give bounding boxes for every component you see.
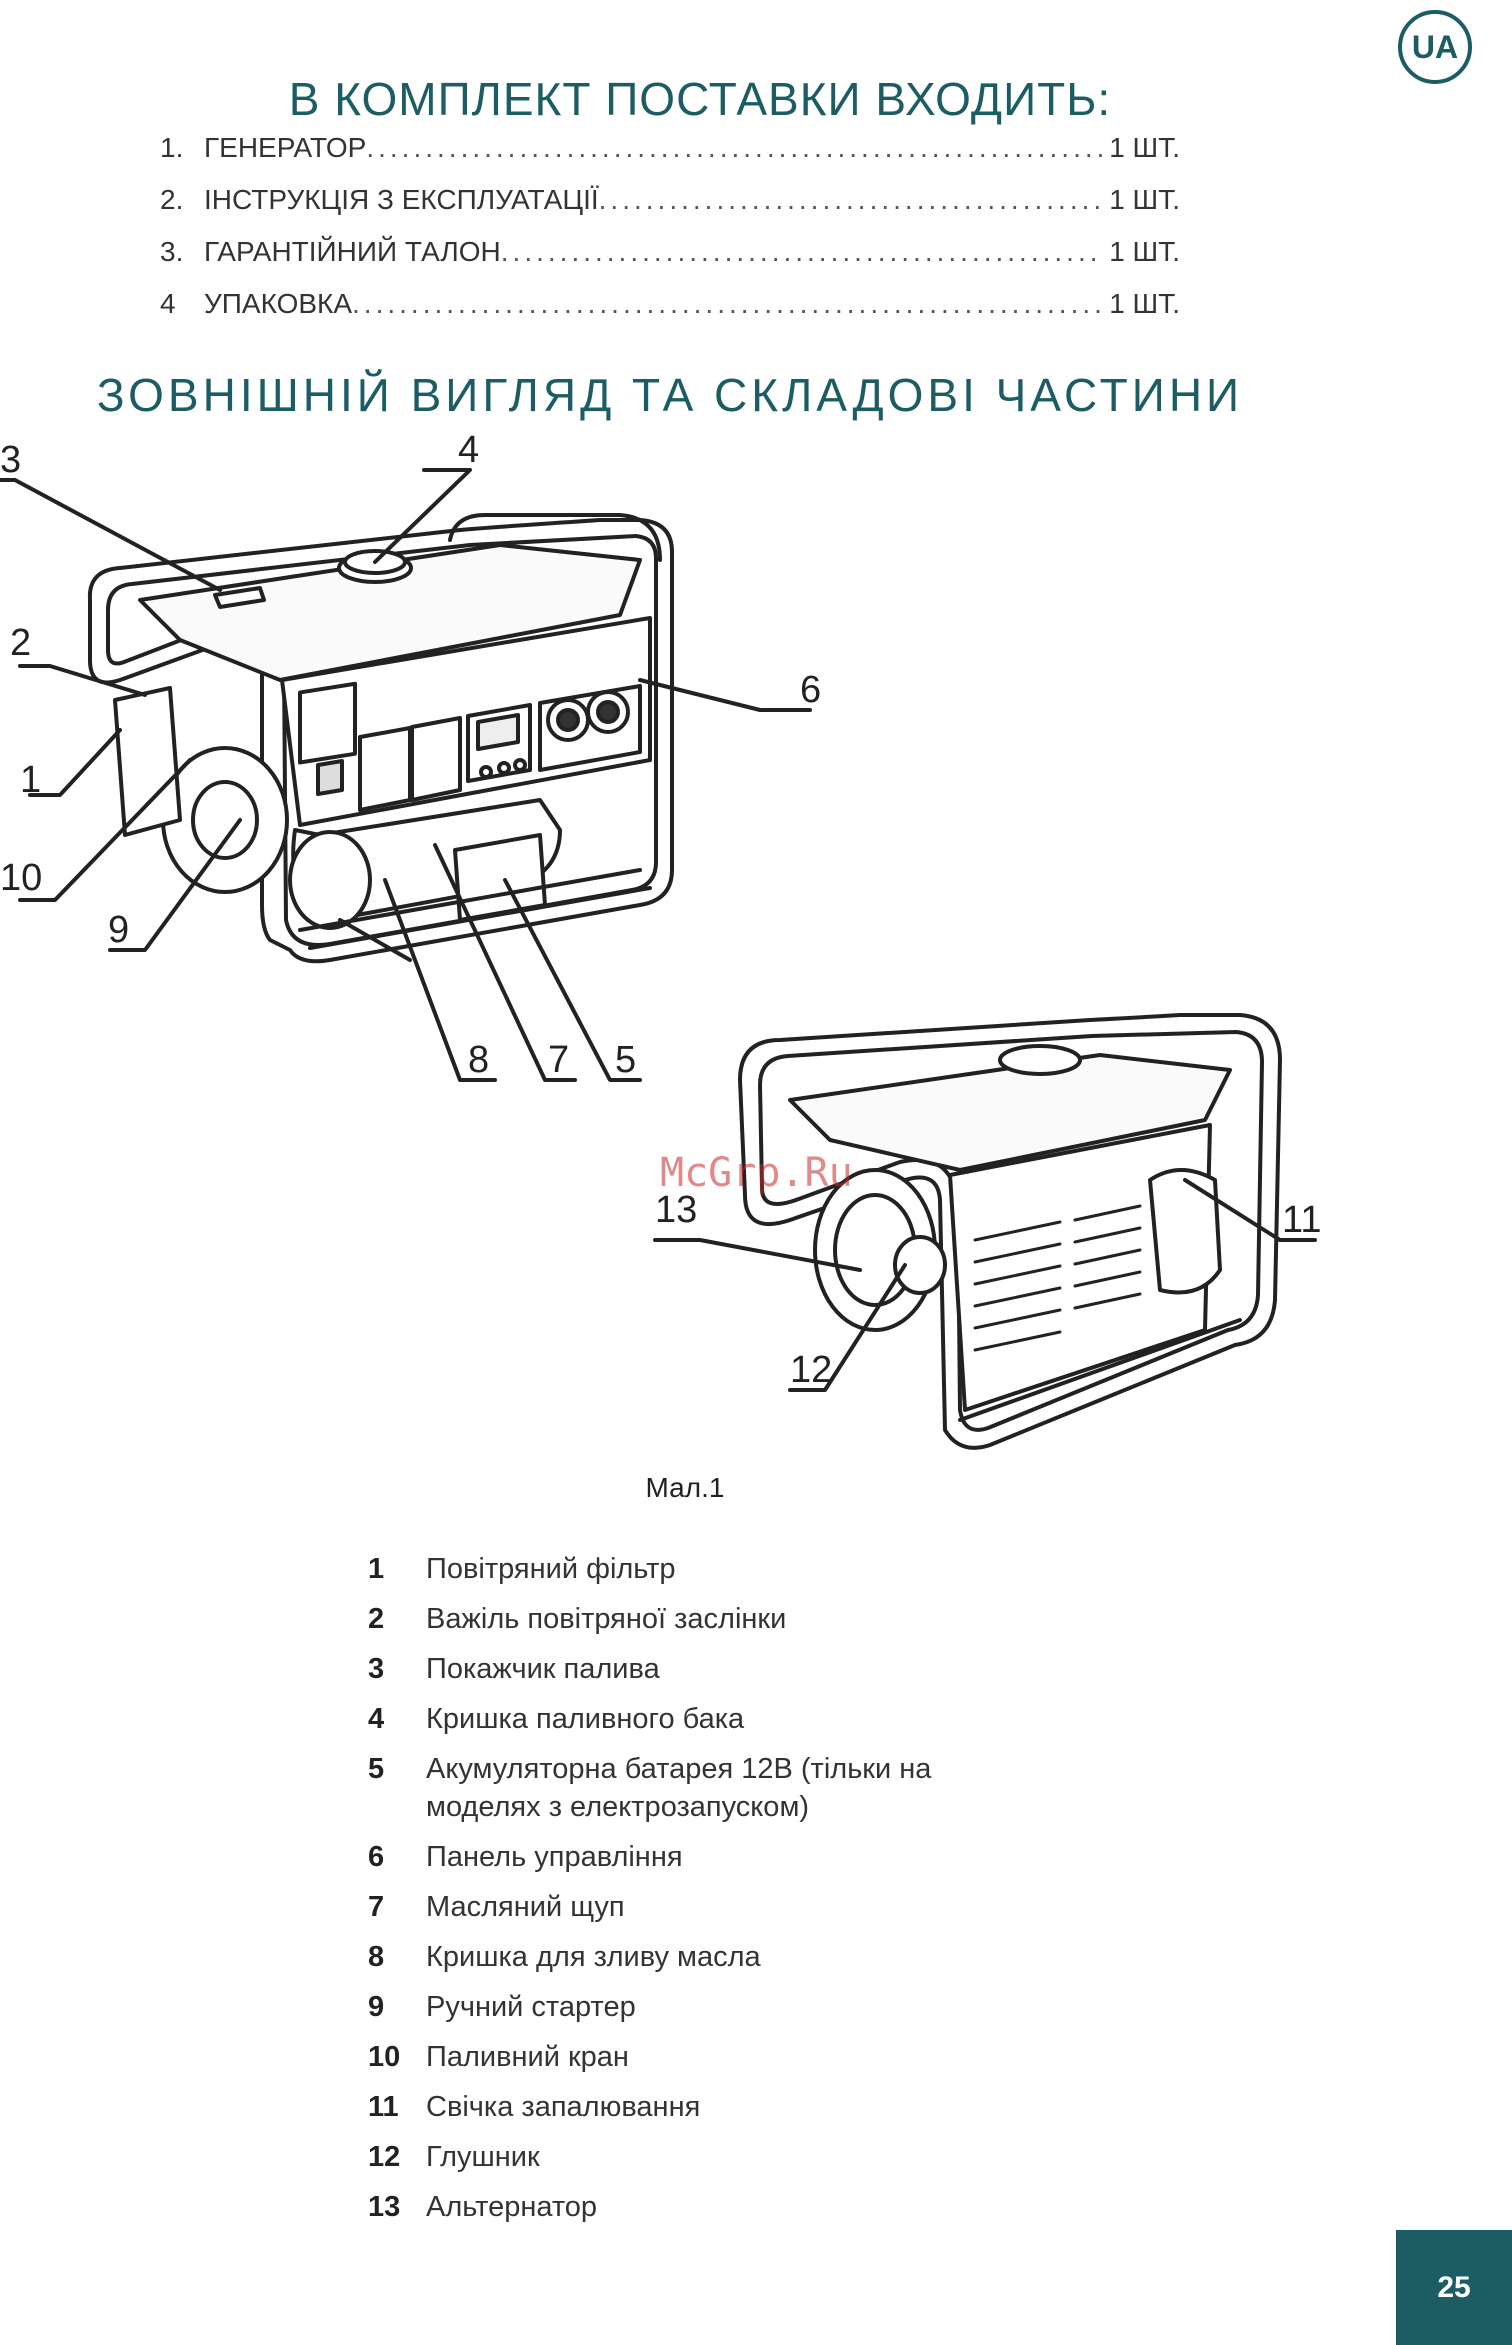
appearance-title: ЗОВНІШНІЙ ВИГЛЯД ТА СКЛАДОВІ ЧАСТИНИ (96, 369, 1244, 421)
part-number: 1 (368, 1553, 385, 1585)
supply-item-number: 3. (160, 236, 184, 267)
language-badge: UA (1398, 10, 1472, 84)
part-number: 9 (368, 1991, 385, 2023)
list-item: 5 Акумуляторна батарея 12В (тільки на мод… (368, 1750, 1068, 1826)
list-item: 10 Паливний кран (368, 2038, 1068, 2076)
part-number: 10 (368, 2041, 401, 2073)
list-item: 13 Альтернатор (368, 2188, 1068, 2226)
part-label: Масляний щуп (426, 1891, 625, 1923)
callout-10: 10 (0, 857, 42, 899)
leader-dots: ........................................… (366, 132, 1103, 163)
supply-item: 1. ГЕНЕРАТОР ...........................… (160, 132, 1180, 184)
list-item: 8 Кришка для зливу масла (368, 1938, 1068, 1976)
part-label: Важіль повітряної заслінки (426, 1603, 787, 1635)
part-number: 11 (368, 2091, 399, 2123)
part-label: Повітряний фільтр (426, 1553, 676, 1585)
list-item: 11 Свічка запалювання (368, 2088, 1068, 2126)
callout-2: 2 (10, 622, 31, 664)
supply-item: 2. ІНСТРУКЦІЯ З ЕКСПЛУАТАЦІЇ ...........… (160, 184, 1180, 236)
list-item: 7 Масляний щуп (368, 1888, 1068, 1926)
callout-13: 13 (655, 1189, 697, 1231)
supply-item-name: УПАКОВКА (204, 288, 353, 319)
callout-4: 4 (458, 430, 479, 471)
list-item: 4 Кришка паливного бака (368, 1700, 1068, 1738)
part-label: Кришка паливного бака (426, 1703, 745, 1735)
supply-list: 1. ГЕНЕРАТОР ...........................… (160, 132, 1180, 340)
part-number: 8 (368, 1941, 385, 1973)
part-label: Покажчик палива (426, 1653, 660, 1685)
part-label: Альтернатор (426, 2191, 598, 2223)
supply-title: В КОМПЛЕКТ ПОСТАВКИ ВХОДИТЬ: (288, 73, 1112, 125)
part-number: 3 (368, 1653, 385, 1685)
leader-dots: ........................................… (500, 236, 1103, 267)
supply-item-qty: 1 ШТ. (1109, 288, 1180, 319)
supply-item-qty: 1 ШТ. (1109, 132, 1180, 163)
part-number: 5 (368, 1753, 385, 1785)
supply-item-name: ІНСТРУКЦІЯ З ЕКСПЛУАТАЦІЇ (204, 184, 599, 215)
part-label: Ручний стартер (426, 1991, 636, 2023)
supply-item-number: 1. (160, 132, 184, 163)
callout-11: 11 (1282, 1199, 1321, 1241)
part-label: Паливний кран (426, 2041, 629, 2073)
part-number: 4 (368, 1703, 385, 1735)
callout-5: 5 (615, 1039, 636, 1081)
supply-item: 3. ГАРАНТІЙНИЙ ТАЛОН ...................… (160, 236, 1180, 288)
supply-item-qty: 1 ШТ. (1109, 184, 1180, 215)
part-number: 7 (368, 1891, 385, 1923)
generator-front-view (87, 513, 674, 964)
supply-item-number: 4 (160, 288, 176, 319)
callout-12: 12 (790, 1349, 832, 1391)
callout-9: 9 (108, 909, 129, 951)
part-number: 2 (368, 1603, 385, 1635)
part-number: 13 (368, 2191, 401, 2223)
generator-diagram: 1 2 3 4 5 6 7 8 9 10 11 12 13 (0, 430, 1321, 1450)
part-label: Кришка для зливу масла (426, 1941, 761, 1973)
supply-item-number: 2. (160, 184, 184, 215)
supply-item-name: ГЕНЕРАТОР (204, 132, 367, 163)
figure-caption: Мал.1 (645, 1472, 725, 1503)
callout-6: 6 (800, 669, 821, 711)
leader-dots: ........................................… (352, 288, 1103, 319)
part-label: Глушник (426, 2141, 540, 2173)
part-number: 6 (368, 1841, 385, 1873)
part-label: Акумуляторна батарея 12В (тільки на моде… (426, 1753, 932, 1823)
part-label: Панель управління (426, 1841, 683, 1873)
part-number: 12 (368, 2141, 401, 2173)
supply-item-qty: 1 ШТ. (1109, 236, 1180, 267)
callout-8: 8 (468, 1039, 489, 1081)
parts-list: 1 Повітряний фільтр 2 Важіль повітряної за… (368, 1550, 1068, 2238)
list-item: 3 Покажчик палива (368, 1650, 1068, 1688)
list-item: 1 Повітряний фільтр (368, 1550, 1068, 1588)
callout-1: 1 (20, 759, 41, 801)
watermark: McGrp.Ru (660, 1150, 853, 1196)
list-item: 9 Ручний стартер (368, 1988, 1068, 2026)
list-item: 12 Глушник (368, 2138, 1068, 2176)
page-number: 25 (1396, 2230, 1512, 2345)
list-item: 6 Панель управління (368, 1838, 1068, 1876)
supply-item: 4 УПАКОВКА .............................… (160, 288, 1180, 340)
callout-3: 3 (0, 439, 21, 481)
supply-item-name: ГАРАНТІЙНИЙ ТАЛОН (204, 236, 501, 267)
leader-dots: ........................................… (598, 184, 1104, 215)
list-item: 2 Важіль повітряної заслінки (368, 1600, 1068, 1638)
part-label: Свічка запалювання (426, 2091, 701, 2123)
callout-7: 7 (548, 1039, 569, 1081)
